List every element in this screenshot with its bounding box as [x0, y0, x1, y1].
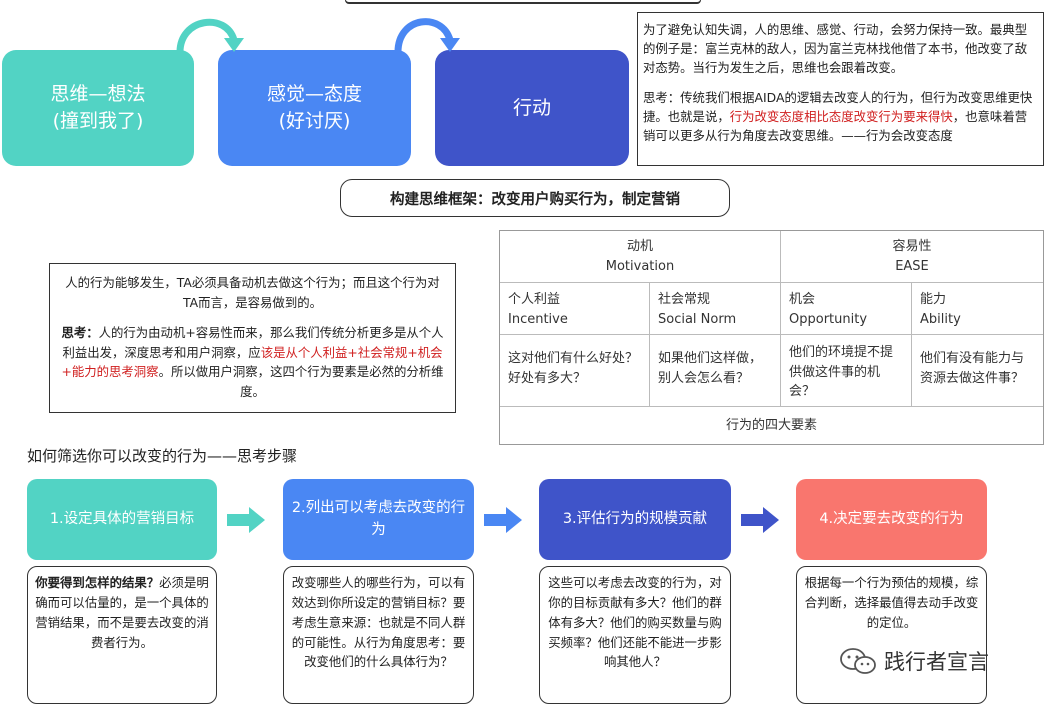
- factor-social-norm-en: Social Norm: [658, 311, 737, 327]
- table-header-motivation: 动机 Motivation: [500, 231, 781, 283]
- curved-arrow-icon-2: [394, 18, 460, 53]
- behavior-note: 人的行为能够发生，TA必须具备动机去做这个行为；而且这个行为对TA而言，是容易做…: [49, 263, 456, 413]
- step-1-description: 你要得到怎样的结果？必须是明确而可以估量的，是一个具体的营销结果，而不是要去改变…: [27, 566, 217, 704]
- factor-incentive-cn: 个人利益: [508, 292, 561, 307]
- watermark: 践行者宣言: [838, 646, 989, 676]
- note-top-text-a: 思考：传统我们根据AIDA的逻辑去改变人的行为，但行为改变思维更快捷。也就是说，: [643, 89, 1033, 124]
- question-ability: 他们有没有能力与资源去做这件事？: [912, 335, 1043, 407]
- factor-ability-en: Ability: [920, 311, 961, 327]
- note-top-paragraph-1: 为了避免认知失调，人的思维、感觉、行动，会努力保持一致。最典型的例子是：富兰克林…: [643, 22, 1028, 76]
- wechat-icon: [840, 648, 876, 674]
- stage-action: 行动: [435, 50, 629, 166]
- table-footer: 行为的四大要素: [725, 417, 817, 433]
- factor-incentive: 个人利益 Incentive: [500, 283, 650, 335]
- factor-opportunity-cn: 机会: [789, 292, 816, 307]
- note-top-highlight: 行为改变态度相比态度改变行为要来得快: [729, 108, 953, 124]
- factor-incentive-en: Incentive: [508, 311, 568, 327]
- note-mid-highlight: 该是从个人利益+社会常规+机会+能力的思考洞察: [61, 344, 443, 380]
- step-3-desc-text: 这些可以考虑去改变的行为，对你的目标贡献有多大？他们的群体有多大？他们的购买数量…: [548, 575, 722, 670]
- arrow-right-icon-1: [227, 507, 265, 533]
- factor-social-norm-cn: 社会常规: [658, 292, 711, 307]
- factor-ability-cn: 能力: [920, 292, 947, 307]
- note-mid-paragraph-1: 人的行为能够发生，TA必须具备动机去做这个行为；而且这个行为对TA而言，是容易做…: [65, 275, 440, 310]
- header-motivation-en: Motivation: [605, 258, 675, 274]
- factor-social-norm: 社会常规 Social Norm: [650, 283, 781, 335]
- steps-title: 如何筛选你可以改变的行为——思考步骤: [27, 447, 298, 465]
- top-edge-bar: [345, 0, 701, 4]
- header-ease-cn: 容易性: [892, 239, 932, 254]
- step-1-desc-bold: 你要得到怎样的结果？: [35, 575, 160, 590]
- stage-thinking-line2: (撞到我了): [52, 110, 144, 132]
- factor-opportunity-en: Opportunity: [789, 311, 868, 327]
- stage-action-line1: 行动: [512, 96, 551, 119]
- step-2-description: 改变哪些人的哪些行为，可以有效达到你所设定的营销目标？要考虑生意来源：也就是不同…: [283, 566, 474, 704]
- curved-arrow-icon-1: [176, 18, 244, 53]
- step-2-box: 2.列出可以考虑去改变的行为: [283, 479, 474, 560]
- question-incentive: 这对他们有什么好处？好处有多大？: [500, 335, 650, 407]
- header-ease-en: EASE: [895, 258, 929, 274]
- note-mid-text-b: 。所以做用户洞察，这四个行为要素是必然的分析维度。: [158, 364, 444, 400]
- factor-opportunity: 机会 Opportunity: [781, 283, 912, 335]
- four-factors-table: 动机 Motivation 容易性 EASE 个人利益 Incentive 社会…: [499, 230, 1044, 445]
- note-top-text-b: ，也意味着营销可以更多从行为角度去改变思维。——行为会改变态度: [643, 108, 1028, 144]
- step-1-desc-text: 必须是明确而可以估量的，是一个具体的营销结果，而不是要去改变的消费者行为。: [35, 575, 209, 650]
- stage-thinking: 思维—想法 (撞到我了): [2, 50, 194, 166]
- step-3-description: 这些可以考虑去改变的行为，对你的目标贡献有多大？他们的群体有多大？他们的购买数量…: [539, 566, 731, 704]
- question-opportunity: 他们的环境提不提供做这件事的机会？: [781, 335, 912, 407]
- step-3-box: 3.评估行为的规模贡献: [539, 479, 731, 560]
- step-4-desc-text: 根据每一个行为预估的规模，综合判断，选择最值得去动手改变的定位。: [804, 575, 979, 630]
- watermark-text: 践行者宣言: [884, 650, 989, 674]
- question-social-norm: 如果他们这样做，别人会怎么看？: [650, 335, 781, 407]
- cognitive-dissonance-note: 为了避免认知失调，人的思维、感觉、行动，会努力保持一致。最典型的例子是：富兰克林…: [637, 12, 1044, 166]
- stage-feeling: 感觉—态度 (好讨厌): [218, 50, 411, 166]
- table-header-ease: 容易性 EASE: [781, 231, 1043, 283]
- step-4-box: 4.决定要去改变的行为: [796, 479, 987, 560]
- arrow-right-icon-2: [484, 507, 522, 533]
- stage-feeling-line1: 感觉—态度: [266, 83, 362, 106]
- framework-title: 构建思维框架：改变用户购买行为，制定营销: [340, 179, 730, 217]
- note-mid-paragraph-2: 思考：人的行为由动机+容易性而来，那么我们传统分析更多是从个人利益出发，深度思考…: [58, 323, 447, 402]
- note-mid-bold: 思考：: [61, 324, 99, 340]
- stage-thinking-line1: 思维—想法: [50, 83, 146, 106]
- step-1-box: 1.设定具体的营销目标: [27, 479, 217, 560]
- factor-ability: 能力 Ability: [912, 283, 1043, 335]
- step-4-description: 根据每一个行为预估的规模，综合判断，选择最值得去动手改变的定位。: [796, 566, 987, 704]
- stage-feeling-line2: (好讨厌): [278, 110, 351, 132]
- note-top-paragraph-2: 思考：传统我们根据AIDA的逻辑去改变人的行为，但行为改变思维更快捷。也就是说，…: [643, 88, 1038, 146]
- step-2-desc-text: 改变哪些人的哪些行为，可以有效达到你所设定的营销目标？要考虑生意来源：也就是不同…: [291, 575, 466, 670]
- arrow-right-icon-3: [741, 507, 779, 533]
- note-mid-text-a: 人的行为由动机+容易性而来，那么我们传统分析更多是从个人利益出发，深度思考和用户…: [62, 324, 444, 360]
- header-motivation-cn: 动机: [626, 239, 653, 254]
